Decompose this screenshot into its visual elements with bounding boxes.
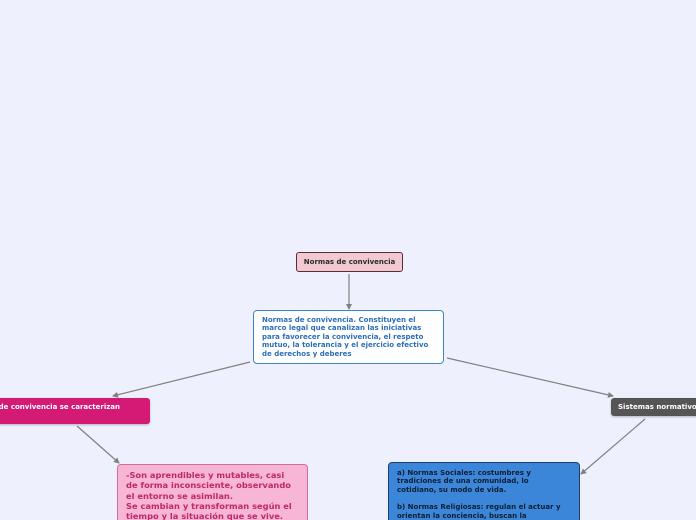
characteristics-detail-line: Se cambian y transforman según el [126,501,292,512]
connector-left-to-pink [76,425,120,464]
normative-detail-line: orientan la conciencia, buscan la [397,511,527,520]
characteristics-branch-label: mas de convivencia se caracterizan [0,403,120,411]
connector-right-to-blue [580,418,646,475]
characteristics-detail-line: -Son aprendibles y mutables, casi [126,470,285,480]
normative-detail-line: a) Normas Sociales: costumbres y [397,469,531,477]
normative-systems-detail-node[interactable]: a) Normas Sociales: costumbres y tradici… [388,462,580,520]
definition-line: Normas de convivencia. Constituyen el [262,316,416,324]
characteristics-detail-node[interactable]: -Son aprendibles y mutables, casi de for… [117,464,308,520]
root-topic-label: Normas de convivencia [303,257,396,266]
definition-line: de derechos y deberes [262,349,352,358]
normative-systems-branch-label: Sistemas normativos [618,403,696,411]
normative-systems-branch-node[interactable]: Sistemas normativos [611,398,696,416]
characteristics-branch-node[interactable]: mas de convivencia se caracterizan [0,398,150,424]
normative-detail-line: cotidiano, su modo de vida. [397,485,507,494]
definition-node[interactable]: Normas de convivencia. Constituyen el ma… [253,310,444,364]
connector-center-to-right [446,357,614,398]
connector-center-to-left [112,361,251,398]
characteristics-detail-line: el entorno se asimilan. [126,490,233,501]
root-topic-node[interactable]: Normas de convivencia [296,252,403,272]
definition-line: para favorecer la convivencia, el respet… [262,332,424,341]
definition-line: mutuo, la tolerancia y el ejercicio efec… [262,341,429,350]
characteristics-detail-line: de forma inconsciente, observando [126,480,291,491]
paragraph-gap [397,494,573,503]
normative-detail-line: b) Normas Religiosas: regulan el actuar … [397,503,561,512]
normative-detail-line: tradiciones de una comunidad, lo [397,477,529,486]
definition-line: marco legal que canalizan las iniciativa… [262,324,422,333]
characteristics-detail-line: tiempo y la situación que se vive. [126,511,284,520]
